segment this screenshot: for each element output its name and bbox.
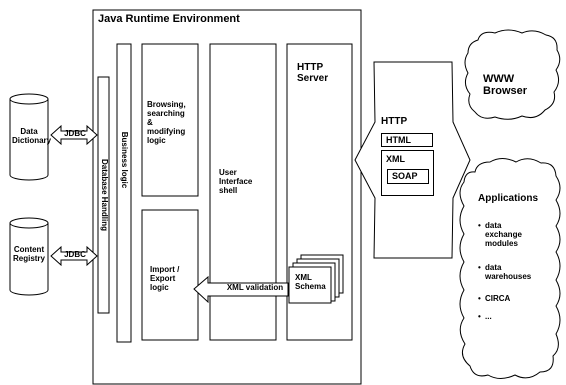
xml-schema-documents [288,254,344,304]
bullet-icon: • [478,263,481,272]
www-browser-label: WWW Browser [483,73,528,98]
browsing-logic-label: Browsing, searching & modifying logic [147,100,186,145]
import-export-label: Import / Export logic [150,265,180,292]
content-registry-cylinder [9,217,49,296]
soap-box: SOAP [387,169,429,184]
import-export-box [141,209,199,341]
jdbc-arrow-top [50,124,98,146]
jdbc-bottom-label: JDBC [64,250,86,259]
www-browser-cloud [464,29,561,120]
content-registry-label: Content Registry [12,245,45,263]
business-logic-label: Business logic [120,131,129,189]
xml-validation-label: XML validation [226,283,284,292]
xml-label: XML [386,154,405,164]
jdbc-arrow-bottom [50,245,98,267]
bullet-icon: • [478,312,481,321]
database-handling-bar [97,76,110,314]
business-logic-bar [116,43,132,343]
applications-item: ... [485,312,492,321]
xml-validation-arrow [193,275,289,304]
applications-title: Applications [478,193,539,204]
jdbc-top-label: JDBC [64,129,86,138]
xml-box: XML SOAP [381,150,434,196]
bullet-icon: • [478,294,481,303]
http-protocol-label: HTTP [381,116,408,127]
http-server-label: HTTP Server [297,62,329,85]
bullet-icon: • [478,221,481,230]
jre-title: Java Runtime Environment [98,13,240,25]
applications-item: data warehouses [485,263,532,281]
browsing-logic-box [141,43,199,197]
applications-item: data exchange modules [485,221,522,248]
applications-item: CIRCA [485,294,511,303]
ui-shell-label: User Interface shell [219,168,253,195]
xml-schema-label: XML Schema [295,273,326,291]
applications-cloud [459,158,561,379]
data-dictionary-cylinder [9,93,49,181]
data-dictionary-label: Data Dictionary [12,127,52,145]
database-handling-label: Database Handling [100,158,109,231]
html-box: HTML [381,133,433,147]
